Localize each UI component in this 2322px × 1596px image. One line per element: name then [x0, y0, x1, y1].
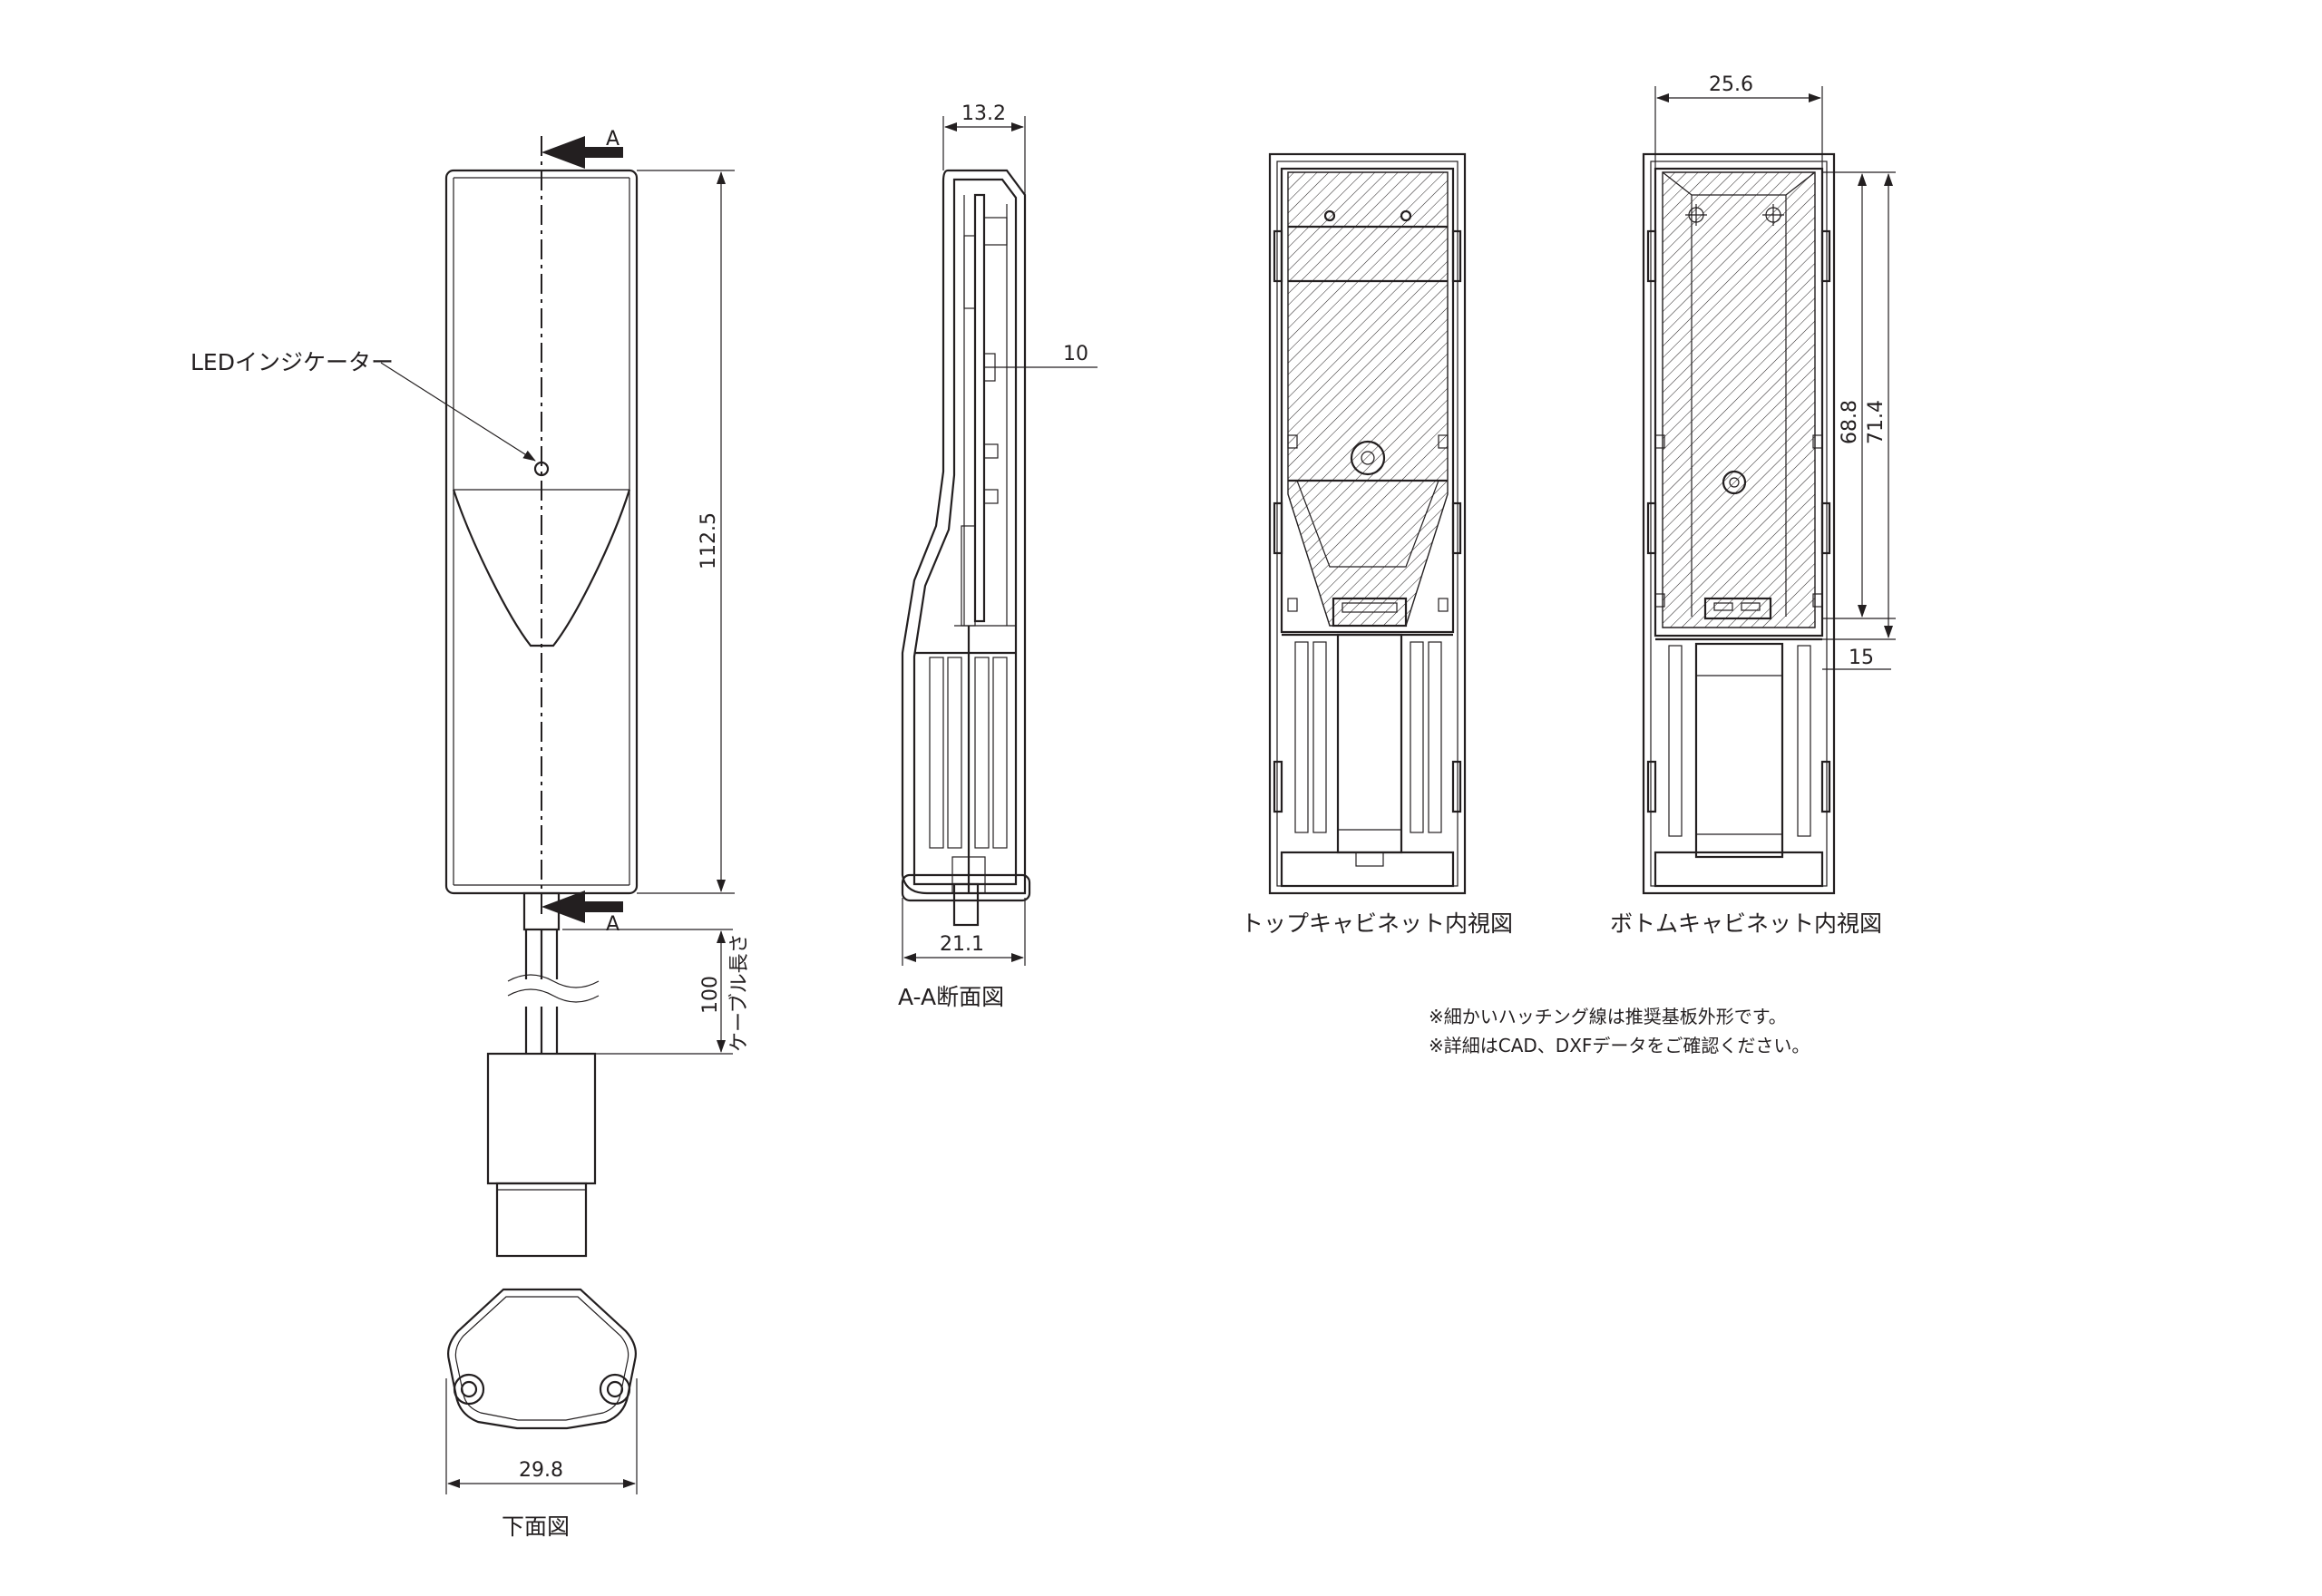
- bottom-cabinet-title: ボトムキャビネット内視図: [1610, 910, 1882, 937]
- top-cabinet-title: トップキャビネット内視図: [1241, 910, 1513, 937]
- section-outer-outline: [901, 169, 1027, 895]
- section-arrow-top: A: [541, 128, 623, 169]
- pcb-mark-right: [1762, 204, 1784, 226]
- bottom-cabinet-width-dim-text: 25.6: [1709, 73, 1753, 96]
- front-view: A A LEDインジケーター 112.5: [190, 128, 751, 1258]
- bottom-cabinet-pcb-hatch: [1662, 171, 1816, 628]
- dim-inner-text: 68.8: [1839, 400, 1861, 444]
- bottom-view: 29.8 下面図: [445, 1288, 638, 1540]
- dim-outer-text: 71.4: [1865, 400, 1888, 444]
- mount-hole-left: [453, 1373, 485, 1406]
- cable: [507, 891, 600, 1054]
- bottom-cabinet-outline: [1642, 152, 1836, 895]
- bottom-view-title: 下面図: [502, 1513, 570, 1540]
- cable-dim-label: ケーブル長さ: [728, 933, 751, 1052]
- led-leader-line: [380, 362, 536, 462]
- section-bottom-dim-text: 21.1: [940, 933, 984, 956]
- dim-small-text: 15: [1849, 647, 1874, 669]
- note-line-2: ※詳細はCAD、DXFデータをご確認ください。: [1429, 1035, 1810, 1056]
- section-view-title: A-A断面図: [898, 984, 1004, 1010]
- top-cabinet-view: トップキャビネット内視図: [1241, 152, 1513, 937]
- connector-housing: [486, 1052, 597, 1185]
- height-dim-text: 112.5: [698, 512, 720, 569]
- top-cabinet-pcb-hatch: [1287, 171, 1449, 627]
- cable-dim-text: 100: [699, 976, 722, 1014]
- section-arrow-bottom: A: [541, 890, 623, 936]
- section-pcb: [973, 193, 986, 623]
- section-mark-top: A: [606, 128, 620, 151]
- notes: ※細かいハッチング線は推奨基板外形です。 ※詳細はCAD、DXFデータをご確認く…: [1429, 1006, 1810, 1056]
- top-cabinet-outline: [1268, 152, 1467, 895]
- bottom-cabinet-view: 25.6 68.8 71.4 15 ボトムキャビネット内視図: [1610, 73, 1896, 937]
- bottom-cabinet-battery: [1694, 642, 1784, 859]
- section-mid-dim-text: 10: [1063, 343, 1088, 365]
- bottom-view-outline: [447, 1288, 637, 1430]
- note-line-1: ※細かいハッチング線は推奨基板外形です。: [1429, 1006, 1787, 1027]
- pcb-mark-left: [1685, 204, 1707, 226]
- connector-plug: [495, 1182, 588, 1258]
- led-indicator: [533, 461, 550, 477]
- section-top-dim-text: 13.2: [961, 102, 1006, 125]
- led-label: LEDインジケーター: [190, 349, 394, 375]
- top-cabinet-battery: [1336, 633, 1403, 854]
- mount-hole-right: [599, 1373, 631, 1406]
- bottom-width-dim-text: 29.8: [519, 1459, 563, 1482]
- section-view: 13.2 10 21.1 A-A断面図: [898, 102, 1098, 1010]
- section-mark-bottom: A: [606, 913, 620, 936]
